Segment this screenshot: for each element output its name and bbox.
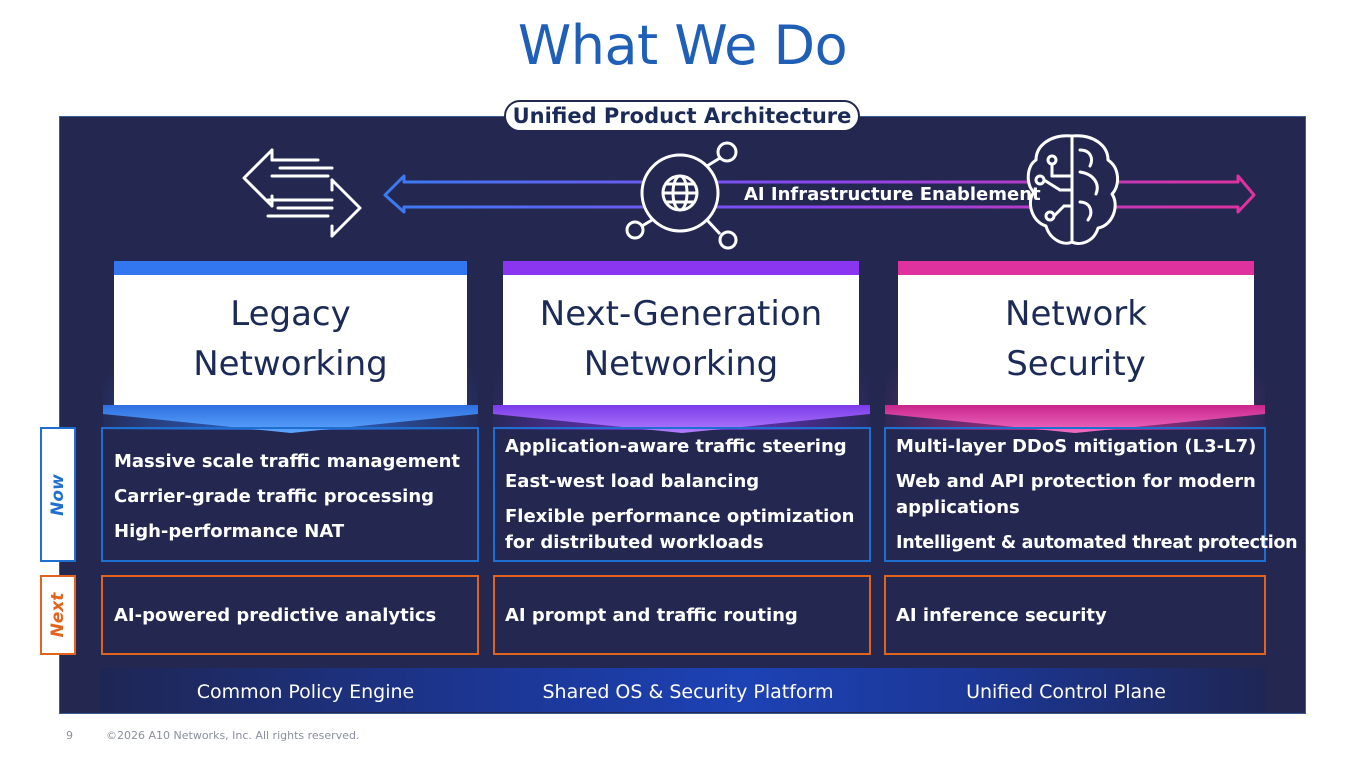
page-title: What We Do [517,14,848,77]
list-item: Intelligent & automated threat protectio… [896,533,1298,553]
list-item: Carrier-grade traffic processing [114,486,435,507]
legacy-card-accent [114,261,467,275]
copyright: ©2026 A10 Networks, Inc. All rights rese… [106,729,360,742]
card-title-line1: Network [1005,294,1147,334]
now-label-text: Now [48,473,68,516]
foundation-shared-os: Shared OS & Security Platform [542,681,834,703]
next-generation-networking-card: Next-Generation Networking [503,275,859,405]
nextgen-next-box: AI prompt and traffic routing [493,575,871,655]
nextgen-now-box: Application-aware traffic steering East-… [493,427,871,562]
nextgen-card-accent [503,261,859,275]
next-item: AI inference security [896,605,1107,626]
list-item: Massive scale traffic management [114,451,461,472]
list-item: East-west load balancing [505,471,760,492]
next-item: AI prompt and traffic routing [505,605,798,626]
next-label-text: Next [48,592,68,638]
card-title-line1: Legacy [230,294,351,334]
list-item: Flexible performance optimization for di… [505,506,855,553]
foundation-bar [100,668,1266,712]
card-title-line2: Networking [193,344,388,384]
foundation-policy-engine: Common Policy Engine [196,681,415,703]
next-item: AI-powered predictive analytics [114,605,437,626]
now-row-label: Now [40,427,76,562]
list-item: Multi-layer DDoS mitigation (L3-L7) [896,436,1257,457]
card-title-line1: Next-Generation [539,294,823,334]
page-number: 9 [66,729,73,742]
next-row-label: Next [40,575,76,655]
foundation-control-plane: Unified Control Plane [966,681,1166,703]
legacy-now-box: Massive scale traffic management Carrier… [101,427,479,562]
card-title-line2: Security [1006,344,1146,384]
security-card-accent [898,261,1254,275]
list-item: Application-aware traffic steering [505,436,847,457]
security-next-box: AI inference security [884,575,1266,655]
ai-enablement-label: AI Infrastructure Enablement [744,184,1041,205]
legacy-next-box: AI-powered predictive analytics [101,575,479,655]
security-now-box: Multi-layer DDoS mitigation (L3-L7) Web … [884,427,1298,562]
list-item: High-performance NAT [114,521,345,542]
legacy-networking-card: Legacy Networking [114,275,467,405]
card-title-line2: Networking [583,344,779,384]
network-security-card: Network Security [898,275,1254,405]
architecture-label: Unified Product Architecture [504,100,860,132]
list-item: Web and API protection for modern applic… [896,471,1256,518]
